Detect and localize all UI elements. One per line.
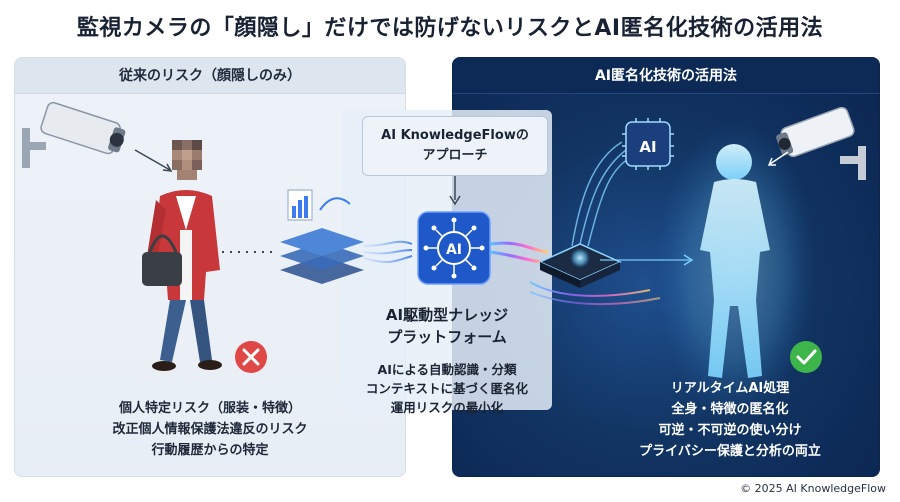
ai-feature-item: リアルタイムAI処理 bbox=[670, 381, 790, 396]
platform-name-line-1: AI駆動型ナレッジ bbox=[385, 306, 509, 324]
platform-name: AI駆動型ナレッジ プラットフォーム bbox=[342, 304, 552, 348]
light-streams bbox=[489, 241, 661, 306]
pedestrian-figure bbox=[142, 140, 222, 371]
ai-chip-label: AI bbox=[639, 138, 656, 156]
check-icon bbox=[790, 341, 822, 373]
camera-direction-arrow bbox=[134, 149, 171, 171]
anonymized-silhouette bbox=[656, 120, 816, 420]
ai-anonymization-heading: AI匿名化技術の活用法 bbox=[453, 58, 879, 94]
platform-name-line-2: プラットフォーム bbox=[387, 328, 507, 346]
traditional-risk-heading: 従来のリスク（顔隠しのみ） bbox=[15, 58, 405, 94]
platform-features: AIによる自動認識・分類 コンテキストに基づく匿名化 運用リスクの最小化 bbox=[342, 360, 552, 417]
ai-feature-item: プライバシー保護と分析の両立 bbox=[639, 444, 821, 459]
page-title: 監視カメラの「顔隠し」だけでは防げないリスクとAI匿名化技術の活用法 bbox=[76, 16, 824, 41]
ai-hub-label: AI bbox=[446, 242, 462, 258]
ai-chip-icon: AI bbox=[622, 118, 674, 170]
risk-item: 行動履歴からの特定 bbox=[151, 443, 269, 458]
risk-item: 個人特定リスク（服装・特徴） bbox=[118, 401, 301, 416]
data-layers-icon bbox=[280, 189, 364, 284]
copyright: © 2025 AI KnowledgeFlow bbox=[740, 482, 886, 495]
processing-chip bbox=[538, 243, 622, 288]
pixelated-face bbox=[172, 140, 202, 180]
ai-feature-item: 全身・特徴の匿名化 bbox=[671, 402, 789, 417]
platform-feature: AIによる自動認識・分類 bbox=[377, 362, 517, 377]
ai-feature-item: 可逆・不可逆の使い分け bbox=[658, 423, 802, 438]
cross-icon bbox=[235, 341, 267, 373]
risk-item: 改正個人情報保護法違反のリスク bbox=[112, 422, 308, 437]
security-camera-icon bbox=[22, 101, 126, 168]
platform-feature: コンテキストに基づく匿名化 bbox=[365, 381, 529, 396]
security-camera-icon bbox=[776, 106, 866, 180]
approach-callout: AI KnowledgeFlowの アプローチ bbox=[362, 116, 548, 176]
ai-network-icon bbox=[417, 211, 491, 285]
callout-line-2: アプローチ bbox=[422, 148, 488, 163]
platform-feature: 運用リスクの最小化 bbox=[390, 400, 504, 415]
data-flow-lines bbox=[363, 240, 413, 263]
risk-list: 個人特定リスク（服装・特徴） 改正個人情報保護法違反のリスク 行動履歴からの特定 bbox=[14, 398, 406, 461]
callout-line-1: AI KnowledgeFlowの bbox=[381, 128, 529, 143]
ai-feature-list: リアルタイムAI処理 全身・特徴の匿名化 可逆・不可逆の使い分け プライバシー保… bbox=[580, 378, 880, 462]
